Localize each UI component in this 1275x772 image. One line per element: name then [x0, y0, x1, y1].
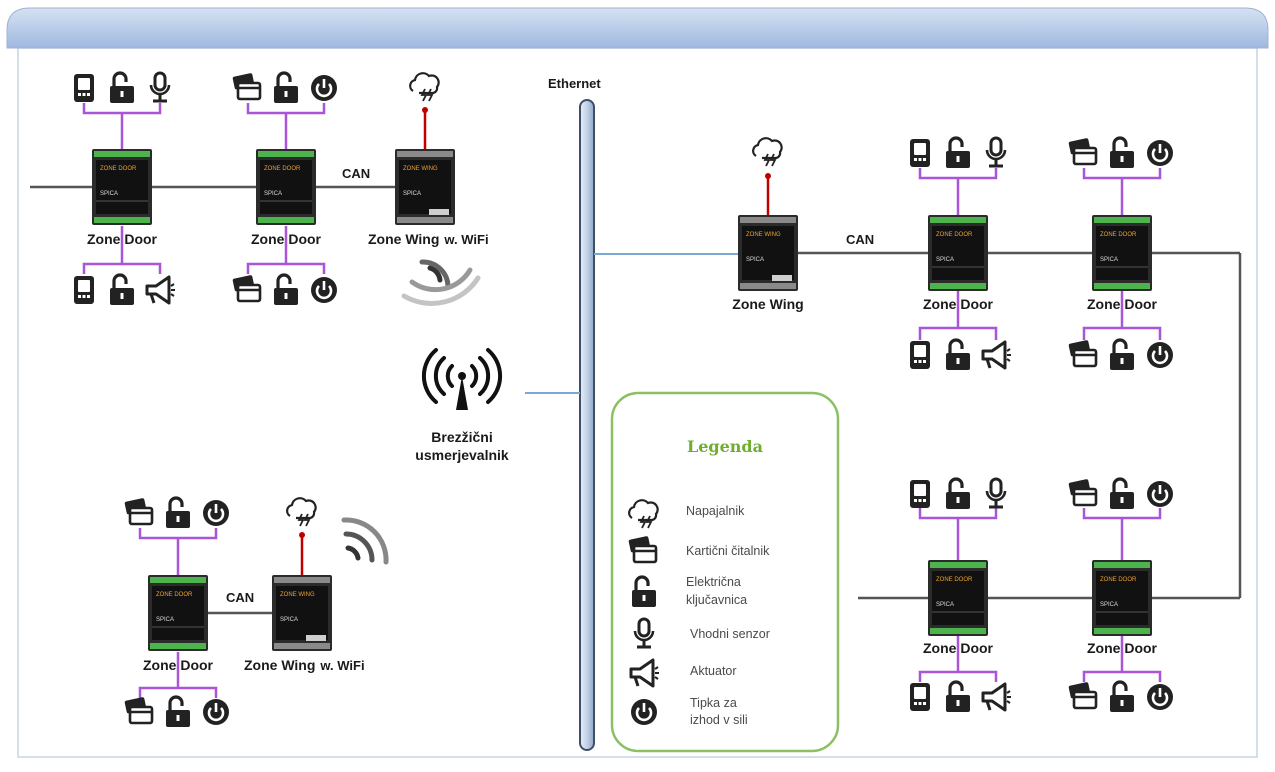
zone-door-device: [1091, 214, 1153, 292]
zone-wing-wifi-device: [395, 149, 455, 225]
card-reader-keypad-icon: [910, 341, 930, 369]
legend-item-actuator: Aktuator: [690, 664, 737, 678]
legend-title: Legenda: [687, 437, 763, 456]
zone-door-label: Zone Door: [1087, 296, 1158, 312]
exit-button-icon: [1145, 682, 1175, 712]
wifi-signal-icon: [341, 517, 389, 565]
connections-top-left: [82, 103, 326, 274]
zone-door-label: Zone Door: [87, 231, 158, 247]
legend-item-card-reader: Kartični čitalnik: [686, 544, 770, 558]
zone-door-device: [1091, 559, 1153, 637]
zone-wing-device: [738, 215, 798, 291]
can-label-bottom-left: CAN: [226, 590, 254, 605]
legend-item-exit-button-line1: Tipka za: [690, 696, 737, 710]
zone-door-device: [91, 148, 153, 226]
zone-door-label: Zone Door: [143, 657, 214, 673]
ethernet-bus: [579, 99, 595, 751]
connections-right-bottom: [918, 508, 1162, 682]
card-reader-keypad-icon: [74, 74, 94, 102]
exit-button-icon: [201, 697, 231, 727]
legend-item-input-sensor: Vhodni senzor: [690, 627, 770, 641]
exit-button-icon: [1145, 340, 1175, 370]
router-label-line1: Brezžični: [431, 429, 492, 445]
exit-button-icon: [1145, 479, 1175, 509]
exit-button-icon: [309, 73, 339, 103]
legend-item-power-supply: Napajalnik: [686, 504, 745, 518]
header-bar: [6, 7, 1269, 49]
exit-button-icon: [1145, 138, 1175, 168]
legend-item-lock-line2: ključavnica: [686, 593, 747, 607]
zone-door-device: [147, 574, 209, 652]
zone-door-label: Zone Door: [923, 640, 994, 656]
connections-right-top: [918, 168, 1162, 340]
zone-wing-label: Zone Wing: [732, 296, 803, 312]
exit-button-icon: [201, 498, 231, 528]
card-reader-keypad-icon: [910, 480, 930, 508]
connections-bottom-left: [138, 528, 218, 698]
zone-wing-wifi-device: [272, 575, 332, 651]
wifi-signal-icon: [401, 259, 481, 306]
legend-item-lock-line1: Električna: [686, 575, 741, 589]
zone-door-device: [927, 214, 989, 292]
legend-box: Legenda Napajalnik Kartični čitalnik Ele…: [610, 391, 840, 753]
wireless-router-icon: [421, 348, 503, 410]
exit-button-icon: [629, 697, 659, 727]
exit-button-icon: [309, 275, 339, 305]
zone-door-device: [927, 559, 989, 637]
card-reader-keypad-icon: [910, 683, 930, 711]
zone-door-label: Zone Door: [251, 231, 322, 247]
zone-door-device: [255, 148, 317, 226]
can-label-right: CAN: [846, 232, 874, 247]
ethernet-label: Ethernet: [548, 76, 601, 91]
legend-item-exit-button-line2: izhod v sili: [690, 713, 748, 727]
zone-door-label: Zone Door: [1087, 640, 1158, 656]
can-label-top-left: CAN: [342, 166, 370, 181]
router-label-line2: usmerjevalnik: [415, 447, 509, 463]
card-reader-keypad-icon: [74, 276, 94, 304]
card-reader-keypad-icon: [910, 139, 930, 167]
zone-door-label: Zone Door: [923, 296, 994, 312]
